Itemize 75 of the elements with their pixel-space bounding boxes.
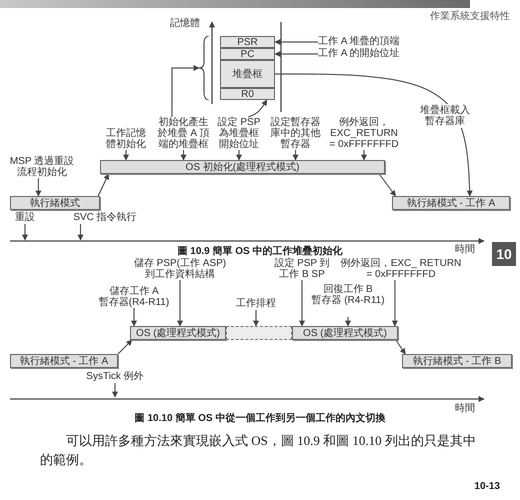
box-label: OS 初始化(處理程式模式) bbox=[186, 162, 300, 172]
event-label: SysTick 例外 bbox=[80, 371, 150, 383]
mode-box bbox=[402, 354, 512, 368]
annotation-text: 回復工作 B 暫存器 (R4-R11) bbox=[309, 284, 387, 317]
annotation-text: 儲存 PSP(工作 ASP) 到工作資料結構 bbox=[128, 258, 232, 280]
arrow bbox=[171, 65, 200, 118]
axis-label: 時間 bbox=[455, 403, 476, 414]
mode-box bbox=[10, 196, 100, 210]
box-label: OS (處理程式模式) bbox=[303, 328, 387, 338]
box-label: OS (處理程式模式) bbox=[136, 328, 220, 338]
box-label: 堆疊框 bbox=[232, 68, 262, 80]
stack-cell bbox=[220, 36, 275, 48]
box-label: PC bbox=[240, 48, 254, 60]
arrow bbox=[253, 310, 259, 327]
leader-line bbox=[112, 382, 118, 398]
scheduling-box bbox=[226, 326, 292, 340]
arrow bbox=[292, 150, 298, 161]
leader-line bbox=[22, 224, 28, 241]
arrow bbox=[392, 280, 398, 327]
annotation-text: 例外返回，EXC_ RETURN = 0xFFFFFFFD bbox=[340, 258, 462, 280]
event-label: SVC 指令執行 bbox=[70, 212, 140, 224]
arrow bbox=[248, 99, 268, 118]
annotation-text: 設定 PSP 到工作 B SP bbox=[272, 258, 332, 280]
pointer-label: 工作 A 堆疊的頂端 bbox=[318, 36, 430, 48]
leader-line bbox=[78, 224, 84, 241]
annotation-text: 設定 PSP 為堆疊框開始位址 bbox=[216, 117, 262, 150]
page-number: 10-13 bbox=[473, 481, 500, 492]
box-label: 執行緒模式 - 工作 A bbox=[20, 356, 108, 366]
annotation-text: 例外返回，EXC_RETURN = 0xFFFFFFFD bbox=[328, 117, 400, 150]
event-label: 重設 bbox=[12, 212, 38, 224]
box-label: R0 bbox=[241, 88, 254, 100]
edge-label: 堆疊框載入暫存器庫 bbox=[418, 104, 472, 128]
box-label: PSR bbox=[237, 36, 258, 48]
arrow bbox=[180, 150, 186, 161]
arrow bbox=[123, 150, 129, 161]
arrow bbox=[274, 74, 473, 197]
mode-box bbox=[130, 326, 226, 340]
arrow bbox=[236, 150, 242, 161]
running-header: 作業系統支援特性 bbox=[429, 11, 510, 22]
figure-caption: 圖 10.10 簡單 OS 中從一個工作到另一個工作的內文切換 bbox=[134, 413, 386, 424]
axis-label: 記憶體 bbox=[170, 18, 201, 29]
curly-brace bbox=[199, 36, 209, 100]
box-label: 執行緒模式 bbox=[30, 198, 80, 208]
mode-box bbox=[10, 354, 118, 368]
annotation-text: 儲存工作 A 暫存器(R4-R11) bbox=[96, 286, 172, 308]
arrow bbox=[98, 173, 110, 196]
arrow bbox=[299, 280, 305, 327]
arrow bbox=[395, 340, 406, 354]
arrow bbox=[274, 51, 318, 57]
axis-label: 時間 bbox=[455, 244, 476, 255]
body-paragraph: 可以用許多種方法來實現嵌入式 OS，圖 10.9 和圖 10.10 列出的只是其中的範例。 bbox=[40, 432, 477, 469]
stack-cell bbox=[220, 88, 275, 100]
chapter-tab: 10 bbox=[492, 242, 516, 266]
box-label: 執行緒模式 - 工作 A bbox=[406, 198, 496, 208]
pointer-label: 工作 A 的開始位址 bbox=[318, 48, 430, 60]
annotation-text: 初始化產生於堆疊 A 頂端的堆疊框 bbox=[156, 117, 211, 150]
annotation-text: 設定暫存器庫中的其他暫存器 bbox=[268, 117, 323, 150]
arrow bbox=[378, 174, 396, 196]
mode-box bbox=[292, 326, 398, 340]
mode-box bbox=[100, 160, 385, 174]
arrow bbox=[274, 39, 318, 45]
stack-cell bbox=[220, 48, 275, 60]
annotation-text: MSP 透過重設流程初始化 bbox=[6, 156, 78, 178]
annotation-text: 工作排程 bbox=[235, 298, 277, 310]
arrow bbox=[35, 178, 42, 197]
stack-cell bbox=[220, 60, 275, 88]
arrow bbox=[361, 150, 367, 161]
arrow bbox=[118, 340, 132, 354]
arrow bbox=[177, 280, 183, 327]
figure-caption: 圖 10.9 簡單 OS 中的工作堆疊初始化 bbox=[176, 246, 344, 257]
annotation-text: 工作記憶體初始化 bbox=[104, 128, 148, 150]
mode-box bbox=[392, 196, 510, 210]
arrow bbox=[131, 308, 137, 327]
box-label: 執行緒模式 - 工作 B bbox=[412, 356, 502, 366]
arrow bbox=[345, 316, 351, 327]
